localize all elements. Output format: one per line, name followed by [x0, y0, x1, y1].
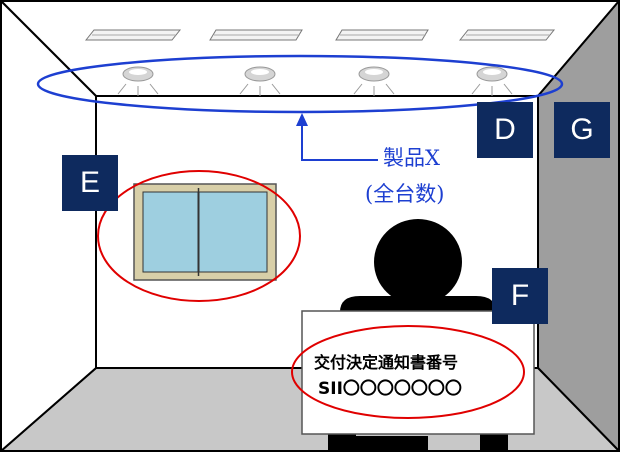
fluorescent-fixture-icon — [209, 29, 303, 41]
product-label-line1: 製品X — [383, 146, 440, 170]
downlight-icon — [239, 66, 281, 96]
sign-board — [301, 310, 535, 435]
fluorescent-fixture-icon — [84, 29, 182, 41]
sign-number: SII〇〇〇〇〇〇〇 — [318, 379, 462, 399]
window-highlight-ellipse — [97, 170, 301, 302]
badge-f: F — [492, 268, 548, 324]
badge-d: D — [477, 102, 533, 158]
fluorescent-fixture-icon — [458, 29, 556, 41]
sign-title: 交付決定通知書番号 — [314, 353, 459, 372]
downlights-highlight-ellipse — [36, 54, 564, 114]
downlight-icon — [117, 66, 159, 96]
window-icon — [133, 183, 277, 281]
ceiling — [0, 0, 620, 97]
person-silhouette-icon — [328, 219, 508, 452]
badge-e: E — [62, 155, 118, 211]
badge-g: G — [554, 102, 610, 158]
product-label-line2: (全台数) — [365, 182, 445, 206]
sign-highlight-ellipse — [291, 325, 525, 419]
downlight-icon — [353, 66, 395, 96]
label-connector-line — [301, 124, 378, 161]
arrowhead-icon — [296, 113, 308, 126]
fluorescent-fixture-icon — [335, 29, 429, 41]
downlight-icon — [471, 66, 513, 96]
